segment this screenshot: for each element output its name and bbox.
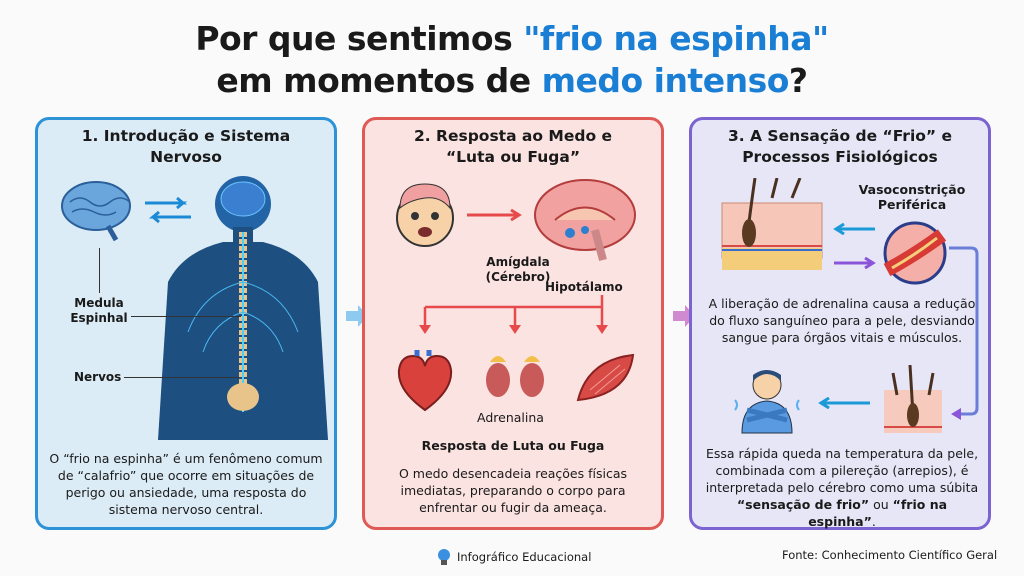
page-title: Por que sentimos "frio na espinha" em mo…	[0, 18, 1024, 102]
label-hypothalamus: Hipotálamo	[545, 280, 623, 294]
panel-heading: 3. A Sensação de “Frio” e Processos Fisi…	[727, 127, 953, 166]
goosebump-skin-icon	[884, 365, 942, 433]
panel-fear-response: 2. Resposta ao Medo e “Luta ou Fuga” Amí…	[362, 117, 664, 530]
label-adrenaline: Adrenalina	[477, 410, 544, 425]
title-highlight: "frio na espinha"	[523, 19, 829, 58]
skin-cross-section-icon	[721, 178, 823, 270]
arrow-right-icon	[834, 257, 876, 269]
shivering-person-icon	[734, 370, 800, 434]
title-highlight: medo intenso	[541, 61, 790, 100]
emphasis-text: “sensação de frio”	[736, 497, 870, 512]
title-text: Por que sentimos	[195, 19, 524, 58]
leader-line	[124, 377, 239, 378]
text-part: .	[871, 514, 876, 529]
text-part: Essa rápida queda na temperatura da pele…	[705, 446, 979, 495]
panel-text: A liberação de adrenalina causa a reduçã…	[708, 296, 976, 345]
footer-source: Fonte: Conhecimento Científico Geral	[782, 548, 998, 562]
brain-cross-section-icon	[534, 179, 636, 262]
heart-icon	[397, 350, 453, 412]
arrow-left-icon	[833, 223, 875, 235]
label-spinal-cord: Medula Espinhal	[70, 296, 128, 325]
adrenal-glands-icon	[486, 356, 544, 397]
panel-cold-sensation: 3. A Sensação de “Frio” e Processos Fisi…	[689, 117, 991, 530]
blood-vessel-icon	[883, 221, 947, 285]
subheading-fight-or-flight: Resposta de Luta ou Fuga	[421, 438, 605, 453]
emphasis-text: “frio na espinha”	[808, 497, 948, 529]
panel-heading: 1. Introdução e Sistema Nervoso	[81, 127, 291, 166]
panel-text: Essa rápida queda na temperatura da pele…	[702, 445, 982, 530]
leader-line	[99, 248, 100, 293]
text-part: ou	[869, 497, 893, 512]
panel-text: O “frio na espinha” é um fenômeno comum …	[49, 451, 323, 517]
scared-face-icon	[396, 183, 454, 247]
label-amygdala: Amígdala (Cérebro)	[485, 255, 551, 284]
connector-arrow-icon	[949, 246, 979, 420]
label-vasoconstriction: Vasoconstrição Periférica	[858, 182, 966, 212]
title-text: ?	[788, 61, 808, 100]
title-text: em momentos de	[216, 61, 542, 100]
footer-badge: Infográfico Educacional	[436, 548, 591, 566]
arrow-left-icon	[818, 397, 870, 409]
panel-nervous-system: 1. Introdução e Sistema Nervoso Medula E…	[35, 117, 337, 530]
lightbulb-icon	[438, 549, 450, 565]
branching-arrows-icon	[419, 295, 608, 334]
panel-text: O medo desencadeia reações físicas imedi…	[398, 466, 628, 515]
panel-heading: 2. Resposta ao Medo e “Luta ou Fuga”	[413, 127, 613, 166]
signal-arrows-icon	[145, 196, 191, 224]
leader-line	[131, 316, 241, 317]
muscle-icon	[576, 353, 635, 402]
arrow-right-icon	[467, 208, 522, 222]
human-body-nervous-system-illustration	[158, 176, 328, 440]
brain-icon	[61, 181, 131, 242]
label-nerves: Nervos	[74, 370, 122, 384]
footer-badge-text: Infográfico Educacional	[457, 550, 592, 564]
